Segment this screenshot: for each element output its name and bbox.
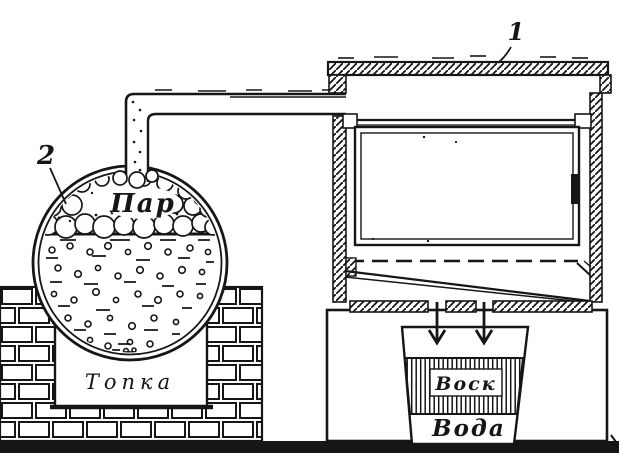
foam-at-pipe-mouth (112, 169, 159, 189)
callout-chamber-leader (497, 46, 512, 64)
cabinet-lid (326, 60, 610, 77)
flow-arrows (427, 302, 494, 346)
firebox-label: Топка (85, 370, 175, 394)
steam-label: Пар (109, 189, 176, 219)
pipe-inner-wall (146, 112, 346, 182)
water-bubbles (48, 241, 212, 353)
cabinet-left-wall (332, 115, 347, 303)
drip-tray-top (344, 269, 591, 303)
cabinet-specks (371, 135, 458, 243)
flow-arrow-right-head (474, 329, 494, 346)
pipe-outer-wall (124, 92, 346, 182)
hinge-mark-2 (583, 260, 592, 268)
lid-sketch-dashes (338, 55, 588, 59)
frame-hook-right (574, 113, 592, 129)
callout-boiler-number: 2 (36, 141, 55, 171)
drip-tray-bottom (344, 276, 584, 303)
water-label: Вода (431, 415, 506, 442)
melter-cabinet (326, 55, 612, 313)
callout-boiler: 2 (36, 141, 67, 205)
floor-segment-left (349, 300, 429, 313)
callout-chamber-number: 1 (508, 17, 525, 46)
ground-line (0, 441, 619, 453)
cabinet-right-wall (589, 92, 603, 303)
steam-pipe (112, 89, 346, 189)
wax-label: Воск (434, 373, 496, 395)
inner-frame-outer (353, 125, 581, 247)
frame-hook-left (342, 113, 358, 129)
lid-left-lip (328, 74, 347, 94)
floor-segment-middle (445, 300, 477, 313)
callout-boiler-leader (49, 167, 67, 205)
steam-boiler: Пар (31, 164, 229, 362)
callout-chamber: 1 (497, 17, 525, 64)
water-dashes (46, 239, 214, 353)
lid-right-lip (599, 74, 612, 94)
steam-label-halo (105, 187, 181, 219)
floor-segment-right (492, 300, 593, 313)
flow-arrow-left-head (427, 329, 447, 346)
hinge-mark (576, 262, 591, 276)
pedestal-corner-tick (610, 434, 617, 443)
collection-bucket: Воск Вода (400, 325, 530, 446)
frame-latch (571, 174, 578, 204)
wall-foot-left (345, 257, 357, 277)
wax-label-box (429, 368, 503, 397)
